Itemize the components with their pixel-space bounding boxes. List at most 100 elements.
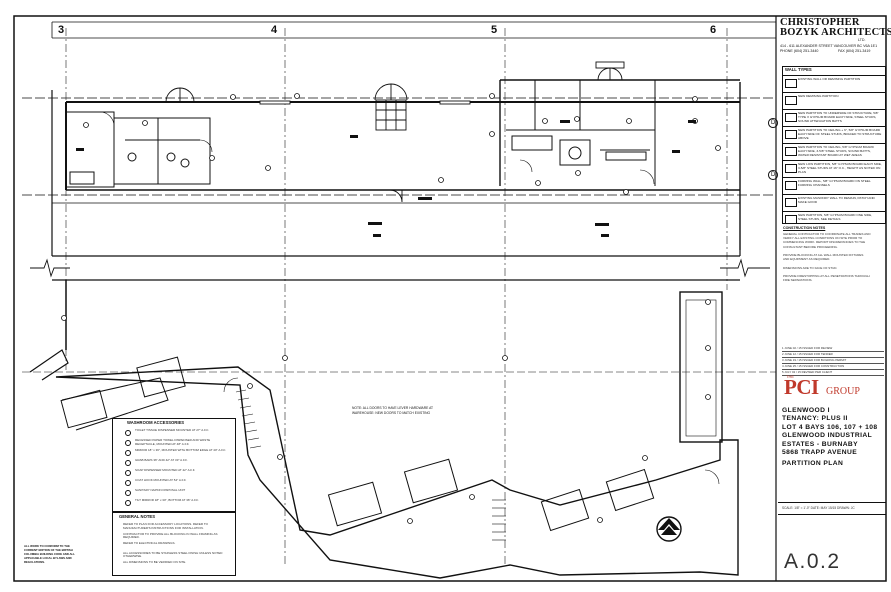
north-arrow-icon bbox=[656, 516, 682, 542]
general-notes-box: GENERAL NOTES REFER TO PLAN FOR ACCESSOR… bbox=[112, 512, 236, 576]
construction-notes-title: CONSTRUCTION NOTES bbox=[783, 226, 826, 230]
legend-row-text: NEW PARTITION TO CEILING + 6", 5/8" GYPS… bbox=[798, 129, 882, 140]
construction-note-line: AND EQUIPMENT AS REQUIRED. bbox=[783, 257, 831, 262]
washroom-accessory-text: SANITARY NAPKIN DISPOSAL UNIT bbox=[135, 489, 186, 492]
washroom-accessory-text: COAT HOOK MOUNTED AT 54" A.F.F. bbox=[135, 479, 187, 482]
wall-type-symbol bbox=[785, 79, 797, 88]
legend-row: NEW PARTITION TO CEILING + 6", 5/8" GYPS… bbox=[783, 126, 885, 143]
firm-address: 414 - 611 ALEXANDER STREET VANCOUVER BC … bbox=[780, 44, 878, 48]
accessory-number-icon bbox=[125, 450, 131, 456]
project-line: LOT 4 BAYS 106, 107 + 108 bbox=[782, 424, 878, 431]
firm-suffix: LTD. bbox=[858, 38, 866, 42]
construction-note-line: VERIFY ALL EXISTING CONDITIONS ON SITE P… bbox=[783, 236, 863, 241]
stair bbox=[235, 389, 506, 541]
washroom-accessories-box: WASHROOM ACCESSORIES TOILET TISSUE DISPE… bbox=[112, 418, 236, 512]
warehouse-note: NOTE: ALL DOORS TO HAVE LEVER HARDWARE A… bbox=[352, 406, 433, 415]
accessory-number-icon bbox=[125, 500, 131, 506]
revision-row: 5 JULY 02 / 15 REVISED PER CLIENT bbox=[782, 370, 884, 376]
general-note-item: ALL ACCESSORIES TO BE STAINLESS STEEL FI… bbox=[123, 551, 223, 559]
washroom-accessory-text: SOAP DISPENSER MOUNTED AT 42" A.F.F. bbox=[135, 469, 196, 472]
washroom-accessory-item: COAT HOOK MOUNTED AT 54" A.F.F. bbox=[117, 479, 233, 489]
client-logo: PCI bbox=[784, 375, 819, 399]
legend-row: NEW DEMISING PARTITION bbox=[783, 92, 885, 109]
general-notes-list: REFER TO PLAN FOR ACCESSORY LOCATIONS. R… bbox=[117, 523, 233, 571]
revision-row: 2 JUNE 12 / 15 ISSUED FOR TENDER bbox=[782, 352, 884, 358]
legend-row: NEW PARTITION, 5/8" GYPSUM BOARD ONE SID… bbox=[783, 211, 885, 228]
firm-phone: PHONE (604) 251-3440 bbox=[780, 49, 819, 53]
entrance-doors bbox=[165, 61, 625, 203]
accessory-number-icon bbox=[125, 460, 131, 466]
legend-row: EXISTING MASONRY WALL TO REMAIN, PATCH A… bbox=[783, 194, 885, 211]
grid-label: 4 bbox=[271, 24, 278, 36]
construction-note-line: PROVIDE FIRESTOPPING AT ALL PENETRATIONS… bbox=[783, 273, 870, 278]
firm-name-line1: CHRISTOPHER bbox=[780, 17, 860, 28]
legend-tag: D bbox=[768, 170, 779, 180]
washroom-accessory-text: GRAB BARS 36" AND 42" AT 33" A.F.F. bbox=[135, 459, 188, 462]
sheet-border bbox=[13, 15, 887, 582]
wall-type-symbol bbox=[785, 96, 797, 105]
grid-label: 5 bbox=[491, 24, 498, 36]
legend-row: FURRING WALL, 5/8" GYPSUM BOARD ON STEEL… bbox=[783, 177, 885, 194]
legend-row-text: EXISTING WALL OR DEMISING PARTITION bbox=[798, 78, 861, 81]
accessory-number-icon bbox=[125, 470, 131, 476]
washroom-accessory-text: TILT MIRROR 18" x 30", BOTTOM AT 36" A.F… bbox=[135, 499, 199, 502]
washroom-accessory-item: SANITARY NAPKIN DISPOSAL UNIT bbox=[117, 489, 233, 499]
client-logo-the: THE bbox=[786, 374, 794, 379]
sheet-number: A.0.2 bbox=[784, 550, 841, 573]
accessory-number-icon bbox=[125, 430, 131, 436]
firm-name-line2: BOZYK ARCHITECTS bbox=[780, 27, 891, 38]
accessory-number-icon bbox=[125, 490, 131, 496]
washroom-accessory-item: MIRROR 18" x 36", MOUNTED WITH BOTTOM ED… bbox=[117, 449, 233, 459]
wall-type-symbol bbox=[785, 181, 797, 190]
washroom-accessory-text: RECESSED PAPER TOWEL DISPENSER AND WASTE… bbox=[135, 439, 211, 446]
washroom-accessory-item: SOAP DISPENSER MOUNTED AT 42" A.F.F. bbox=[117, 469, 233, 479]
washroom-layout bbox=[65, 111, 213, 188]
legend-row-text: NEW LOW PARTITION, 5/8" GYPSUM BOARD EAC… bbox=[798, 163, 882, 174]
project-line: 5868 TRAPP AVENUE bbox=[782, 449, 858, 456]
washroom-accessories-title: WASHROOM ACCESSORIES bbox=[127, 420, 185, 425]
washroom-accessories-list: TOILET TISSUE DISPENSER MOUNTED AT 27" A… bbox=[117, 429, 233, 509]
revision-row: 1 JUNE 02 / 15 ISSUED FOR REVIEW bbox=[782, 346, 884, 352]
general-notes-title: GENERAL NOTES bbox=[119, 514, 155, 519]
legend-row: NEW PARTITION TO CEILING, 5/8" GYPSUM BO… bbox=[783, 143, 885, 160]
legend-row-text: NEW DEMISING PARTITION bbox=[798, 95, 839, 98]
construction-note-line: COMMENCING WORK. REPORT DISCREPANCIES TO… bbox=[783, 240, 866, 245]
title-strip-rule bbox=[778, 514, 886, 515]
warehouse-outline bbox=[22, 280, 776, 579]
code-compliance-note: ALL WORK TO CONFORM TO THE CURRENT EDITI… bbox=[24, 544, 75, 564]
legend-row: NEW LOW PARTITION, 5/8" GYPSUM BOARD EAC… bbox=[783, 160, 885, 177]
legend-row-text: NEW PARTITION TO UNDERSIDE OF STRUCTURE,… bbox=[798, 112, 879, 123]
wall-type-symbol bbox=[785, 147, 797, 156]
construction-note-line: GENERAL CONTRACTOR TO COORDINATE ALL TRA… bbox=[783, 232, 871, 236]
washroom-accessory-item: GRAB BARS 36" AND 42" AT 33" A.F.F. bbox=[117, 459, 233, 469]
break-line bbox=[30, 258, 770, 278]
legend-title: WALL TYPES bbox=[785, 67, 812, 72]
general-note-item: CONTRACTOR TO PROVIDE ALL BLOCKING IN WA… bbox=[123, 532, 218, 540]
wall-type-legend: WALL TYPES EXISTING WALL OR DEMISING PAR… bbox=[782, 66, 886, 224]
grid-label: 3 bbox=[58, 24, 65, 36]
revision-row: 3 JUNE 19 / 15 ISSUED FOR BUILDING PERMI… bbox=[782, 358, 884, 364]
room-tags bbox=[76, 120, 696, 237]
legend-rows: EXISTING WALL OR DEMISING PARTITION NEW D… bbox=[783, 75, 885, 228]
wall-type-symbol bbox=[785, 164, 797, 173]
washroom-accessory-item: TILT MIRROR 18" x 30", BOTTOM AT 36" A.F… bbox=[117, 499, 233, 509]
project-line: ESTATES - BURNABY bbox=[782, 441, 859, 448]
revision-row: 4 JUNE 25 / 15 ISSUED FOR CONSTRUCTION bbox=[782, 364, 884, 370]
firm-fax: FAX (604) 251-3419 bbox=[838, 49, 871, 53]
washroom-accessory-item: TOILET TISSUE DISPENSER MOUNTED AT 27" A… bbox=[117, 429, 233, 439]
washroom-accessory-text: MIRROR 18" x 36", MOUNTED WITH BOTTOM ED… bbox=[135, 449, 226, 452]
project-line: TENANCY: PLUS II bbox=[782, 415, 848, 422]
scale-date-drawn: SCALE: 1/8" = 1'-0" DATE: MAY 15/15 DRAW… bbox=[782, 506, 855, 510]
client-logo-group: GROUP bbox=[826, 386, 860, 397]
general-note-item: REFER TO PLAN FOR ACCESSORY LOCATIONS. R… bbox=[123, 523, 208, 530]
construction-note-line: CONSULTANT BEFORE PROCEEDING. bbox=[783, 244, 838, 249]
legend-tag: D bbox=[768, 118, 779, 128]
legend-row: EXISTING WALL OR DEMISING PARTITION bbox=[783, 75, 885, 92]
title-strip-rule bbox=[778, 502, 886, 503]
project-line: GLENWOOD INDUSTRIAL bbox=[782, 432, 873, 439]
wall-type-symbol bbox=[785, 215, 797, 224]
office-layout bbox=[506, 80, 656, 186]
wall-type-symbol bbox=[785, 113, 797, 122]
accessory-number-icon bbox=[125, 440, 131, 446]
